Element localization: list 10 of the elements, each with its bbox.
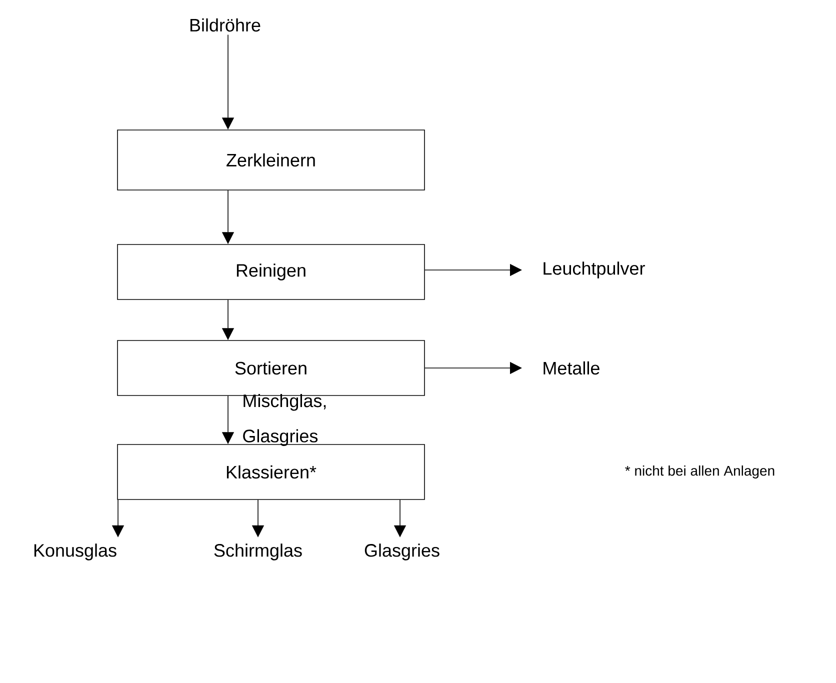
process-box: Zerkleinern [117, 130, 425, 190]
output-label: Metalle [544, 361, 600, 375]
output-label: Konusglas [34, 544, 116, 560]
process-box: Reinigen [117, 244, 425, 300]
output-label: Schirmglas [214, 544, 302, 560]
input-label: Bildröhre [190, 18, 260, 32]
output-label: Glasgries [364, 544, 440, 560]
footnote: * nicht bei allen Anlagen [625, 465, 774, 478]
output-label: Leuchtpulver [544, 262, 645, 278]
edge-label: Mischglas, Glasgries [243, 394, 326, 446]
